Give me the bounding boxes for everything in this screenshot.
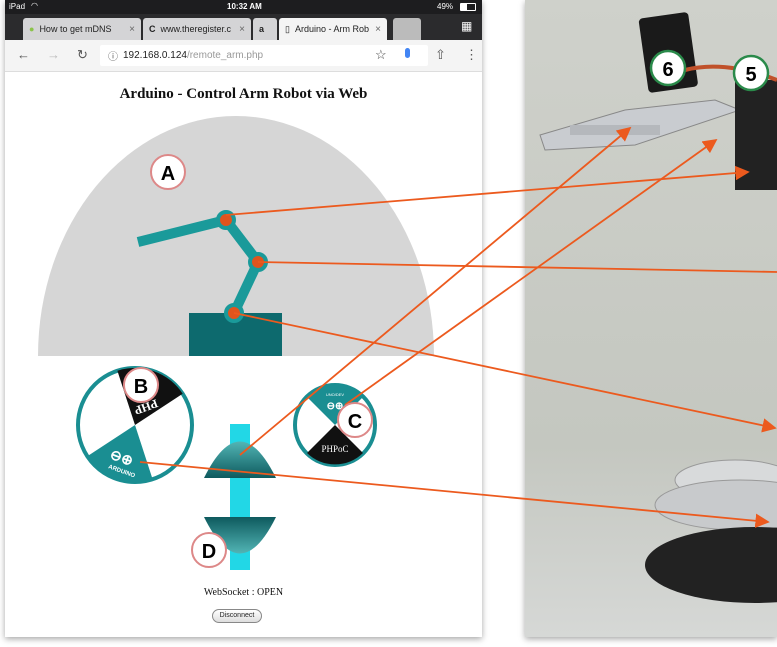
wifi-icon: ◠ (31, 1, 38, 10)
slider-d-grip (204, 424, 276, 570)
reload-icon[interactable]: ↻ (77, 47, 88, 62)
star-icon[interactable]: ☆ (375, 47, 387, 62)
status-bar: iPad ◠ 10:32 AM 49% (5, 0, 482, 14)
base-plate (645, 527, 777, 603)
favicon-icon: ● (29, 24, 35, 34)
back-icon[interactable]: ← (17, 47, 30, 62)
forward-icon[interactable]: → (47, 47, 60, 62)
page-title: Arduino - Control Arm Robot via Web (119, 86, 368, 102)
battery-icon (460, 3, 476, 11)
gripper-jaw (570, 125, 660, 135)
tab-label: Arduino - Arm Rob (294, 24, 369, 34)
close-tab-icon[interactable]: × (375, 23, 381, 35)
svg-text:UNO/DEV: UNO/DEV (326, 392, 345, 397)
page-icon: ▯ (285, 23, 290, 34)
tab-label: www.theregister.c (160, 24, 232, 34)
info-icon: ⓘ (108, 52, 118, 63)
browser-toolbar: ← → ↻ ⓘ 192.168.0.124/remote_arm.php ☆ ⇧… (5, 40, 482, 72)
device-name: iPad (9, 2, 26, 11)
arm-control-canvas[interactable]: PHP ARDUINO ⊖⊕ PHPoC UNO/DEV ⊖⊕ (5, 0, 482, 637)
websocket-status: WebSocket : OPEN (203, 587, 284, 598)
tab-amazon[interactable]: a (253, 18, 277, 40)
share-icon[interactable]: ⇧ (435, 47, 446, 62)
arm-joint-shoulder (224, 303, 244, 323)
knob-c-wrist-rotation: PHPoC UNO/DEV ⊖⊕ (293, 383, 377, 467)
disconnect-button[interactable]: Disconnect (212, 609, 262, 623)
slider-upper-handle (204, 441, 276, 478)
arduino-logo-icon: ⊖⊕ (108, 446, 136, 469)
close-tab-icon[interactable]: × (129, 23, 135, 35)
slider-lower-handle (204, 517, 276, 554)
url-host: 192.168.0.124 (123, 50, 187, 61)
robot-arm-photo (525, 0, 777, 637)
servo-5 (735, 80, 777, 190)
svg-text:PHPoC: PHPoC (321, 444, 348, 454)
new-tab-button[interactable] (393, 18, 421, 40)
arm-joint-elbow (248, 252, 268, 272)
more-menu-icon[interactable]: ⋮ (465, 47, 478, 62)
tab-arduino[interactable]: ▯ Arduino - Arm Rob × (279, 18, 387, 40)
robot-arm-illustration (539, 12, 777, 603)
arm-gripper-link (136, 215, 228, 247)
microphone-icon[interactable] (405, 48, 410, 58)
tab-label: a (259, 24, 265, 34)
arduino-logo-icon: ⊖⊕ (327, 401, 344, 412)
servo-6 (638, 12, 698, 93)
close-tab-icon[interactable]: × (239, 23, 245, 35)
servo-cable (684, 64, 777, 82)
knob-b-grip-rotation: PHP ARDUINO ⊖⊕ (76, 366, 194, 484)
battery-percent: 49% (437, 2, 454, 11)
tab-label: How to get mDNS (39, 24, 112, 34)
favicon-icon: C (149, 24, 156, 34)
url-path: /remote_arm.php (186, 50, 264, 61)
clock: 10:32 AM (227, 2, 262, 11)
arm-joint-wrist (216, 210, 236, 230)
tab-mdns[interactable]: ● How to get mDNS × (23, 18, 141, 40)
address-bar[interactable]: ⓘ 192.168.0.124/remote_arm.php ☆ (100, 45, 428, 66)
tab-grid-icon[interactable]: ▦ (461, 19, 473, 33)
